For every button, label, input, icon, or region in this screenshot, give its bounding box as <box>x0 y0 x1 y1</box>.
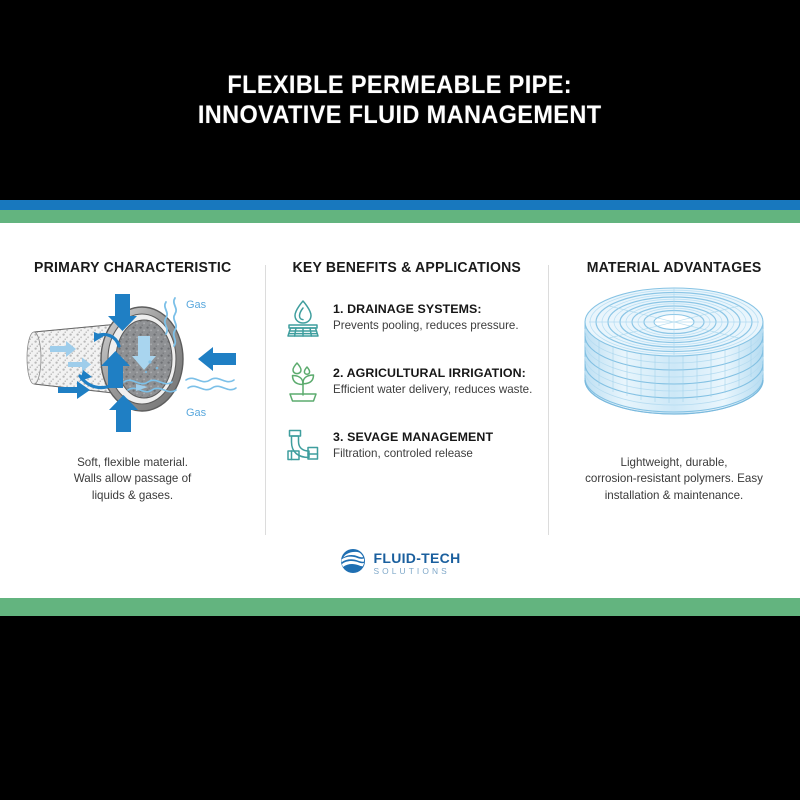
caption-right-line-3: installation & maintenance. <box>604 489 744 503</box>
title-band: FLEXIBLE PERMEABLE PIPE: INNOVATIVE FLUI… <box>0 0 800 200</box>
title-line-2: INNOVATIVE FLUID MANAGEMENT <box>198 101 602 129</box>
benefit-heading-sewage: 3. SEVAGE MANAGEMENT <box>333 430 494 444</box>
column-heading-left: PRIMARY CHARACTERISTIC <box>33 260 232 276</box>
logo-wordmark: FLUID-TECH SOLUTIONS <box>374 551 461 575</box>
content-panel: PRIMARY CHARACTERISTIC <box>0 223 800 598</box>
gas-label-top: Gas <box>186 299 207 311</box>
accent-band-green-bottom <box>0 598 800 616</box>
benefits-list: 1. DRAINAGE SYSTEMS: Prevents pooling, r… <box>281 298 532 466</box>
caption-left-line-2: Walls allow passage of <box>73 472 192 486</box>
benefit-text-irrigation: 2. AGRICULTURAL IRRIGATION: Efficient wa… <box>333 362 532 396</box>
pipe-elbow-fitting-icon <box>285 426 321 466</box>
benefit-heading-irrigation: 2. AGRICULTURAL IRRIGATION: <box>333 366 526 380</box>
column-divider-right <box>548 265 549 535</box>
drainage-grate-droplet-icon <box>285 298 321 338</box>
gas-label-bottom: Gas <box>186 407 207 419</box>
caption-left: Soft, flexible material. Walls allow pas… <box>74 455 192 505</box>
benefit-subtext-sewage: Filtration, controled release <box>333 447 473 460</box>
columns-container: PRIMARY CHARACTERISTIC <box>0 223 800 535</box>
caption-right: Lightweight, durable, corrosion-resistan… <box>585 455 763 505</box>
benefit-item-irrigation: 2. AGRICULTURAL IRRIGATION: Efficient wa… <box>281 362 532 402</box>
benefit-text-sewage: 3. SEVAGE MANAGEMENT Filtration, control… <box>333 426 493 460</box>
logo-sub-text: SOLUTIONS <box>373 566 450 577</box>
footer-logo: FLUID-TECH SOLUTIONS <box>0 548 800 579</box>
benefit-text-drainage: 1. DRAINAGE SYSTEMS: Prevents pooling, r… <box>333 298 519 332</box>
column-divider-left <box>265 265 266 535</box>
column-heading-middle: KEY BENEFITS & APPLICATIONS <box>292 260 521 276</box>
benefit-subtext-irrigation: Efficient water delivery, reduces waste. <box>333 383 533 396</box>
title-line-1: FLEXIBLE PERMEABLE PIPE: <box>227 70 573 99</box>
benefit-subtext-drainage: Prevents pooling, reduces pressure. <box>333 319 519 332</box>
accent-band-blue <box>0 200 800 210</box>
caption-left-line-3: liquids & gases. <box>91 489 174 503</box>
porous-pipe-illustration: Gas Gas <box>20 284 245 439</box>
benefit-item-drainage: 1. DRAINAGE SYSTEMS: Prevents pooling, r… <box>281 298 532 338</box>
logo-main-text: FLUID-TECH <box>373 550 461 567</box>
caption-left-line-1: Soft, flexible material. <box>77 455 188 469</box>
column-heading-right: MATERIAL ADVANTAGES <box>586 260 762 276</box>
column-primary-characteristic: PRIMARY CHARACTERISTIC <box>0 223 265 535</box>
column-key-benefits: KEY BENEFITS & APPLICATIONS <box>265 223 548 535</box>
caption-right-line-1: Lightweight, durable, <box>620 455 728 469</box>
benefit-item-sewage: 3. SEVAGE MANAGEMENT Filtration, control… <box>281 426 532 466</box>
sprout-water-drops-icon <box>285 362 321 402</box>
benefit-heading-drainage: 1. DRAINAGE SYSTEMS: <box>333 302 482 316</box>
page-title: FLEXIBLE PERMEABLE PIPE: INNOVATIVE FLUI… <box>198 70 602 131</box>
wave-circle-icon <box>340 548 366 579</box>
coiled-hose-illustration <box>569 276 779 436</box>
column-material-advantages: MATERIAL ADVANTAGES <box>548 223 800 535</box>
caption-right-line-2: corrosion-resistant polymers. Easy <box>585 472 763 486</box>
accent-band-green-top <box>0 210 800 223</box>
